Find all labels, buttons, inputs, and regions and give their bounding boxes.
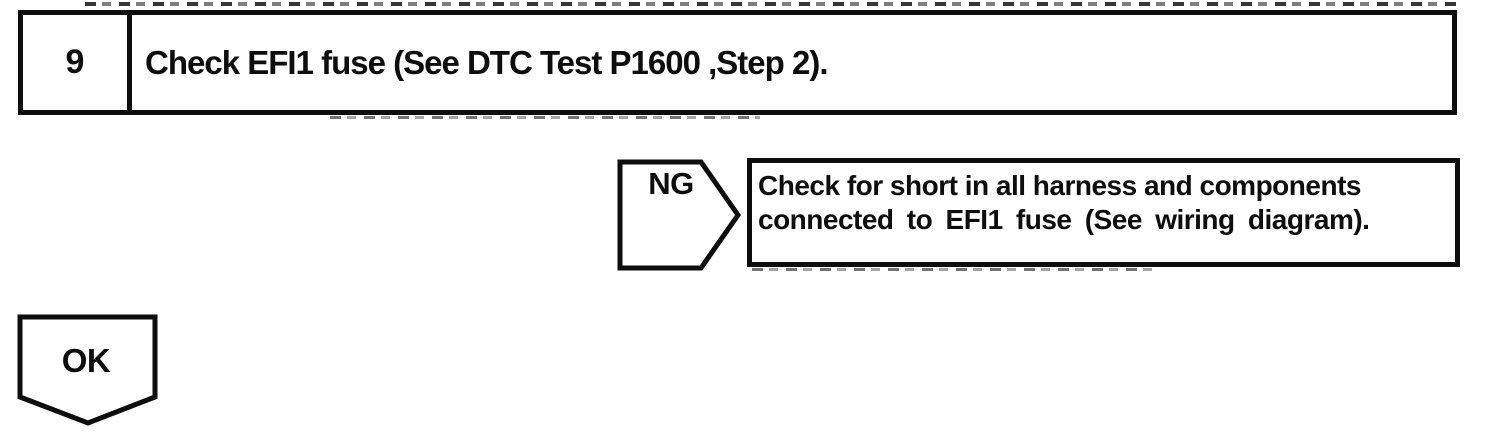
ok-pentagon-shape xyxy=(17,314,158,426)
ng-branch-label: NG xyxy=(648,166,694,201)
step-number-cell: 9 xyxy=(23,15,132,110)
step-number: 9 xyxy=(65,43,85,81)
ok-pentagon-icon xyxy=(17,314,158,426)
ng-action-box: Check for short in all harness and compo… xyxy=(747,158,1460,267)
ng-action-line2: connected to EFI1 fuse (See wiring diagr… xyxy=(758,204,1370,235)
step-box: 9 Check EFI1 fuse (See DTC Test P1600 ,S… xyxy=(18,10,1457,115)
step-instruction-cell: Check EFI1 fuse (See DTC Test P1600 ,Ste… xyxy=(132,15,1452,110)
ok-branch-label: OK xyxy=(61,342,111,379)
ng-pentagon-icon xyxy=(617,159,742,271)
ng-pentagon-shape xyxy=(617,159,742,271)
ng-action-line1: Check for short in all harness and compo… xyxy=(758,170,1361,201)
scan-artifact xyxy=(752,268,1152,271)
scan-artifact xyxy=(85,2,1457,6)
scan-artifact xyxy=(330,116,760,119)
step-instruction: Check EFI1 fuse (See DTC Test P1600 ,Ste… xyxy=(145,43,828,81)
